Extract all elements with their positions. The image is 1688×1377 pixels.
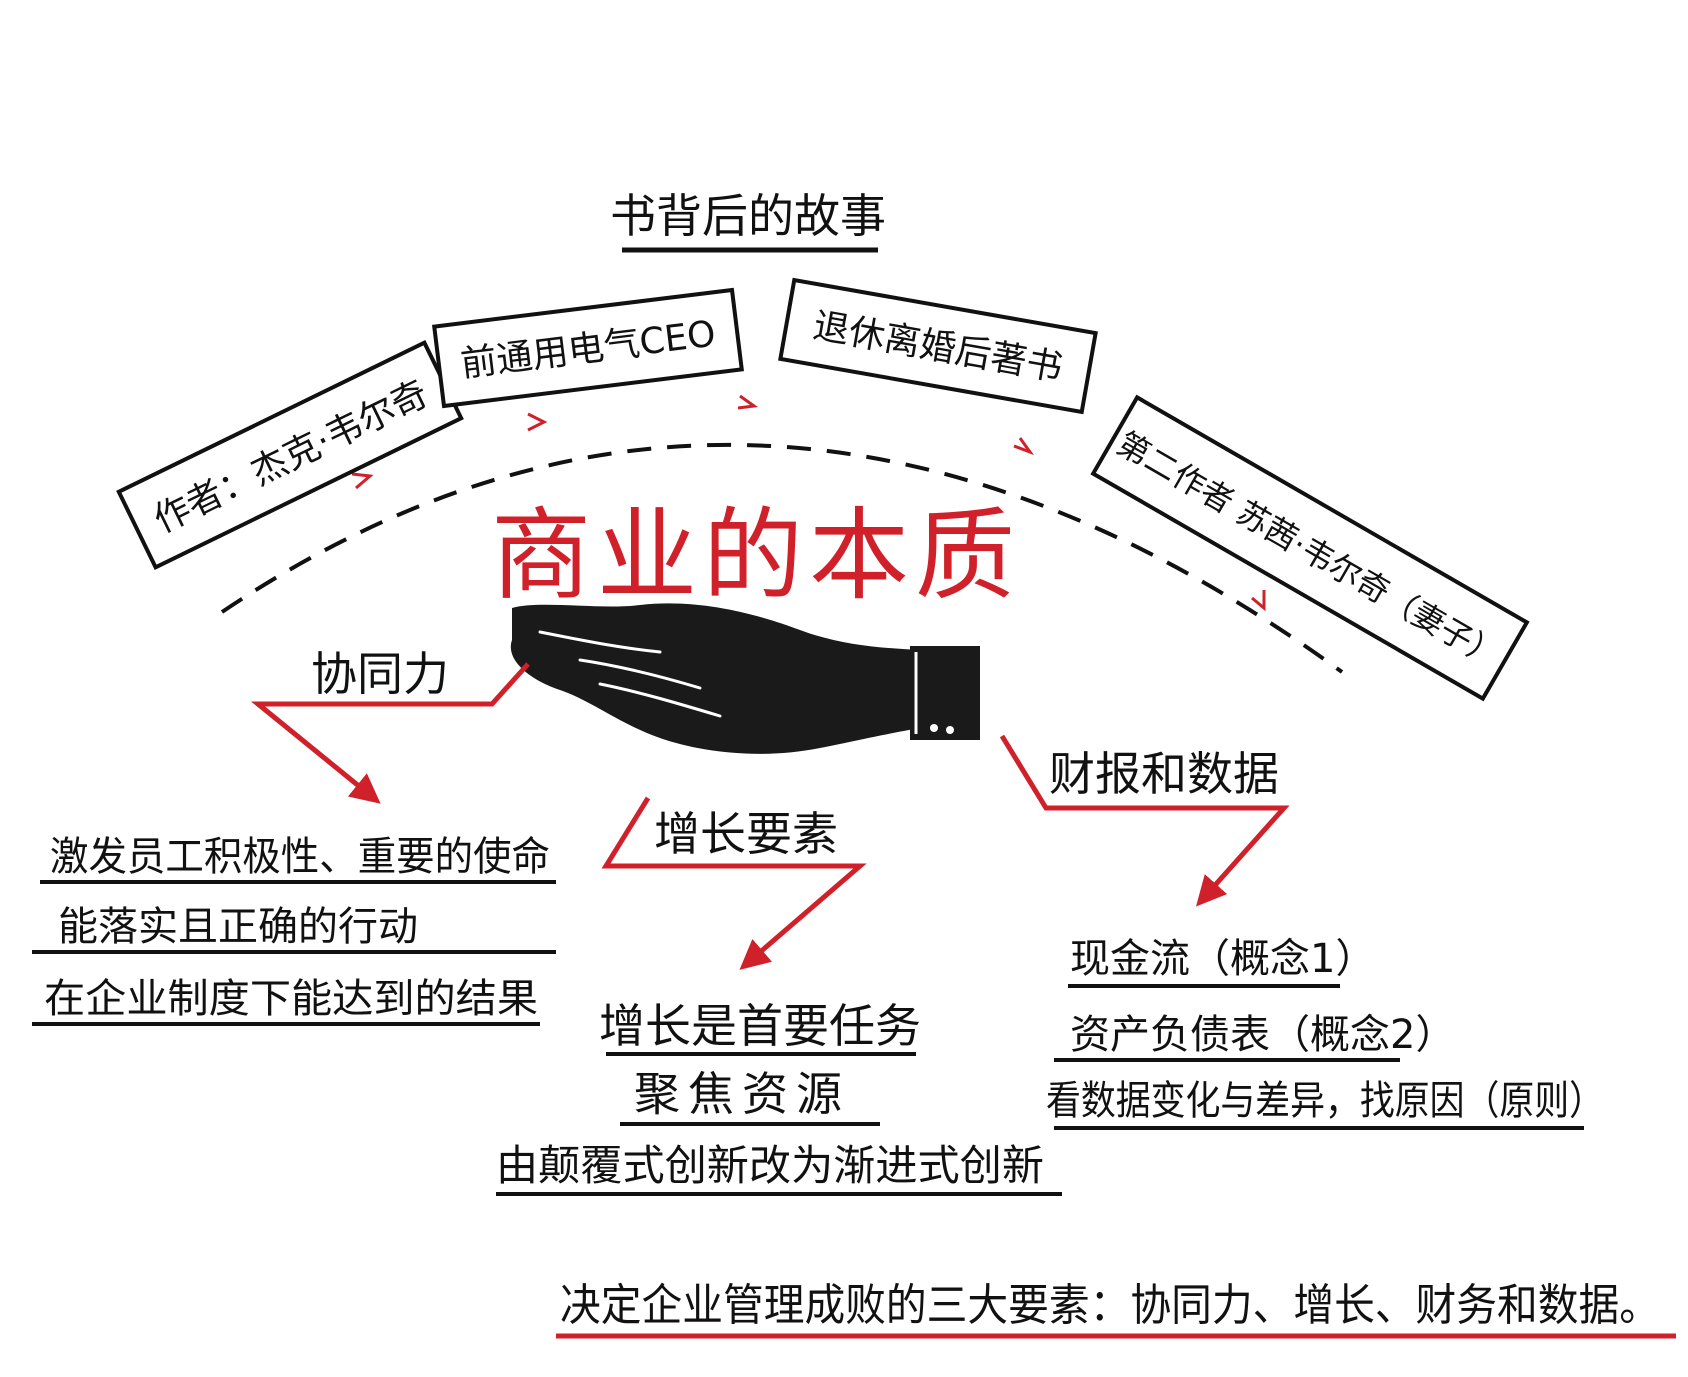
hand-cuff xyxy=(910,646,980,740)
branch-growth-item-1: 增长是首要任务 xyxy=(599,999,921,1053)
branch-growth-connector xyxy=(601,796,867,970)
timeline-arrow-3 xyxy=(737,394,758,410)
branch-synergy-item-2: 能落实且正确的行动 xyxy=(58,904,418,950)
timeline-arrow-5 xyxy=(1251,590,1266,612)
branch-financial-item-3: 看数据变化与差异，找原因（原则） xyxy=(1046,1078,1604,1124)
branch-financial-connector xyxy=(999,734,1290,907)
conclusion-text: 决定企业管理成败的三大要素：协同力、增长、财务和数据。 xyxy=(560,1280,1660,1331)
conclusion: 决定企业管理成败的三大要素：协同力、增长、财务和数据。 xyxy=(556,1280,1676,1339)
timeline-arrow-4 xyxy=(1013,437,1035,456)
branch-growth-item-3: 由颠覆式创新改为渐进式创新 xyxy=(496,1141,1044,1190)
branch-growth-item-2: 聚焦资源 xyxy=(634,1067,850,1121)
branch-synergy-title: 协同力 xyxy=(311,647,449,701)
branch-synergy-item-3: 在企业制度下能达到的结果 xyxy=(44,976,538,1022)
branch-financial-item-2: 资产负债表（概念2） xyxy=(1070,1012,1455,1058)
story-box-1: 作者：杰克·韦尔奇 xyxy=(116,340,464,570)
timeline-arrow-2 xyxy=(527,412,548,432)
branch-synergy: 协同力 激发员工积极性、重要的使命 能落实且正确的行动 在企业制度下能达到的结果 xyxy=(32,647,556,1026)
story-box-3: 退休离婚后著书 xyxy=(778,277,1098,415)
branch-synergy-item-1: 激发员工积极性、重要的使命 xyxy=(50,834,550,880)
story-box-2: 前通用电气CEO xyxy=(432,287,744,409)
story-box-4: 第二作者 苏茜·韦尔奇（妻子） xyxy=(1090,394,1530,702)
branch-financial-item-1: 现金流（概念1） xyxy=(1070,936,1375,982)
branch-financial-title: 财报和数据 xyxy=(1049,747,1279,801)
branch-synergy-connector xyxy=(250,662,530,804)
timeline-arrow-1 xyxy=(351,472,374,490)
story-heading-group: 书背后的故事 xyxy=(610,189,886,253)
open-hand-icon xyxy=(510,603,980,754)
story-timeline-dashed-curve xyxy=(220,442,1344,674)
story-heading: 书背后的故事 xyxy=(610,189,886,243)
branch-growth: 增长要素 增长是首要任务 聚焦资源 由颠覆式创新改为渐进式创新 xyxy=(496,796,1062,1196)
story-box-4-label: 第二作者 苏茜·韦尔奇（妻子） xyxy=(1111,424,1508,675)
timeline-arrows xyxy=(351,394,1266,612)
book-title: 商业的本质 xyxy=(491,497,1021,614)
branch-financial: 财报和数据 现金流（概念1） 资产负债表（概念2） 看数据变化与差异，找原因（原… xyxy=(999,734,1604,1130)
branch-growth-title: 增长要素 xyxy=(654,807,838,861)
